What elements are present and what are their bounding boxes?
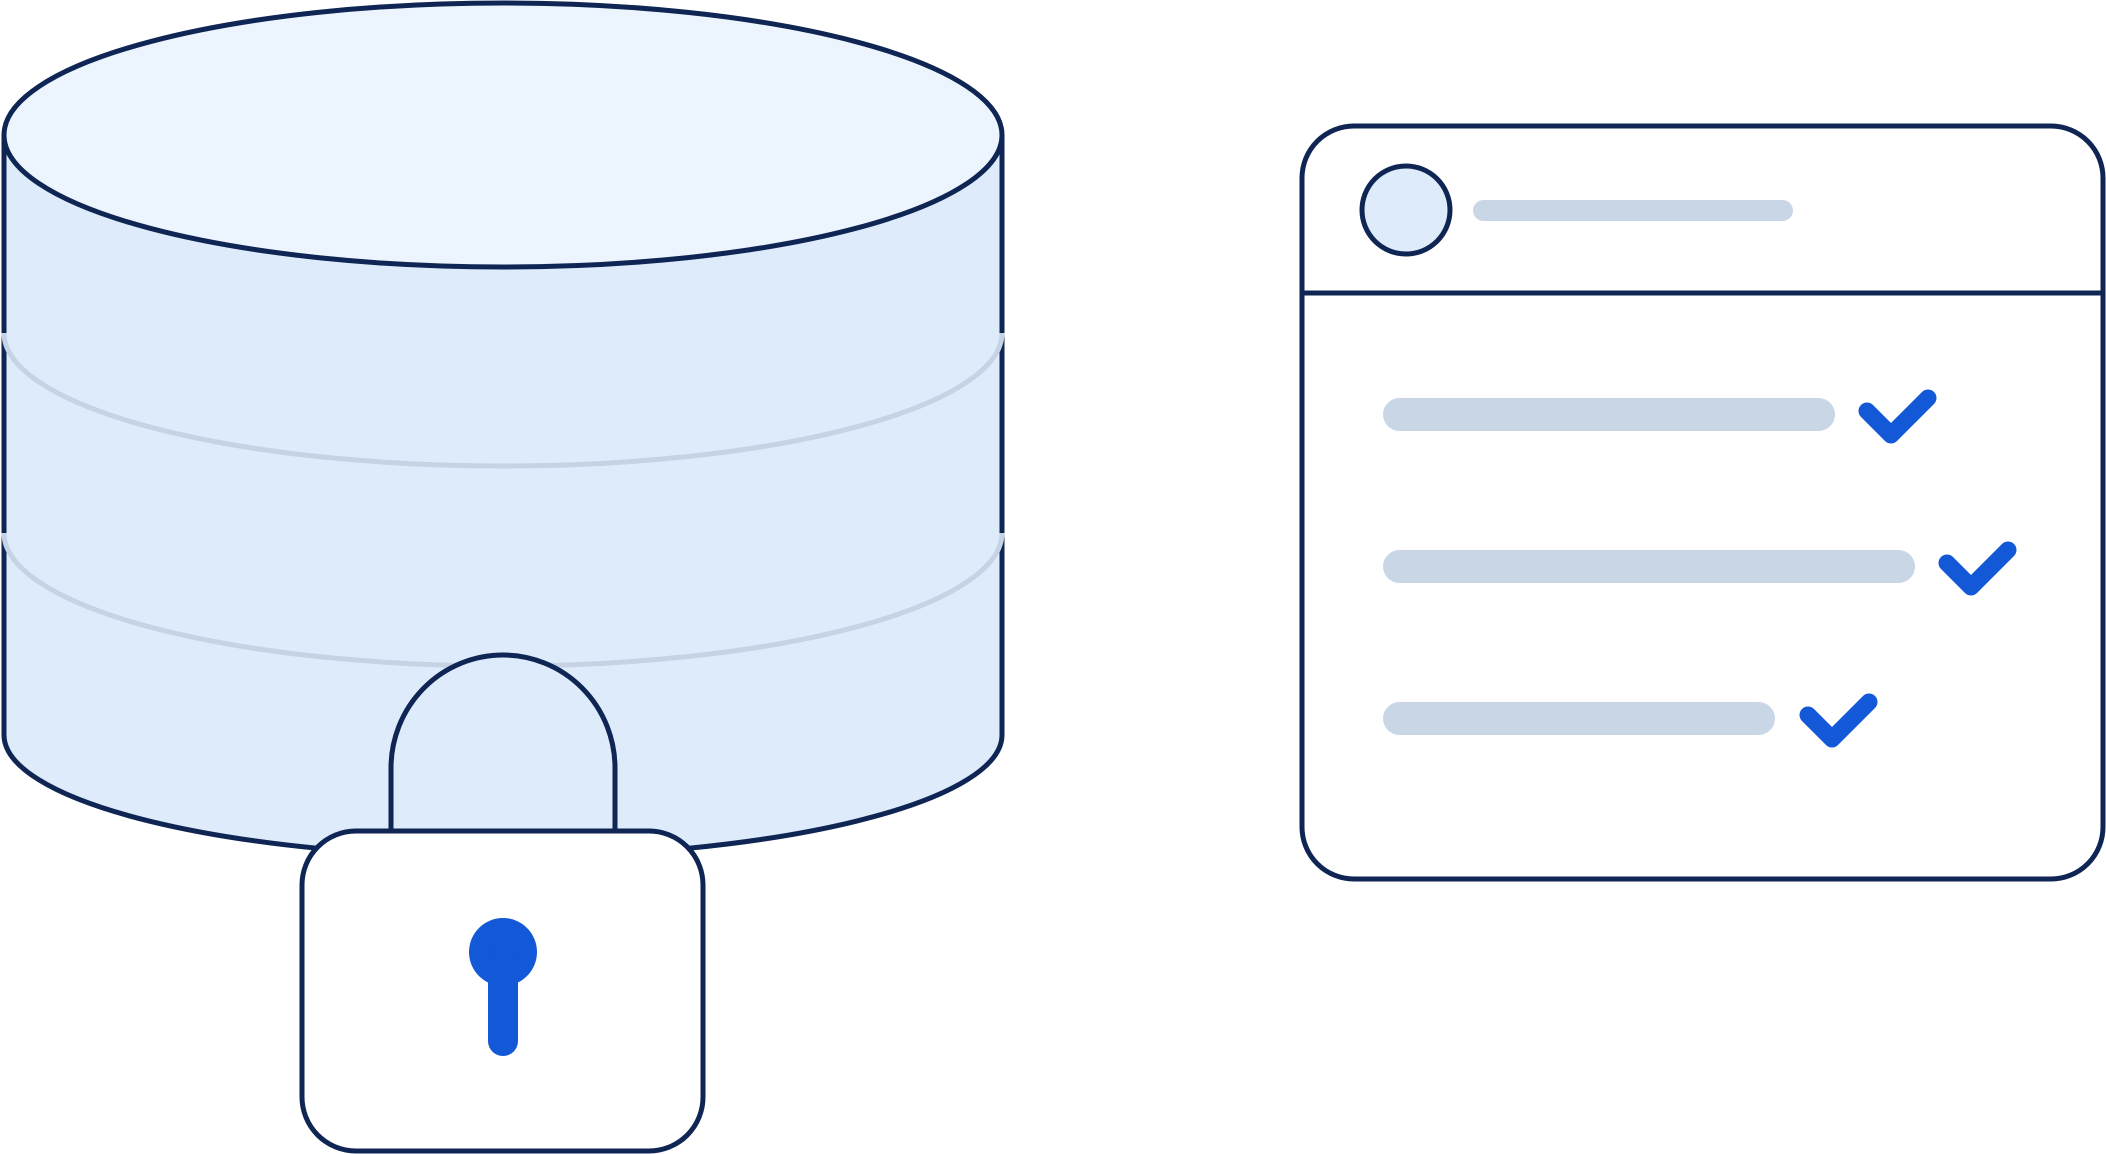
item-text-placeholder <box>1383 398 1835 431</box>
header-text-placeholder <box>1473 200 1793 221</box>
checkmark-icon <box>1938 541 2017 596</box>
database-top <box>1 0 1005 270</box>
item-text-placeholder <box>1383 702 1775 735</box>
avatar-icon <box>1359 163 1453 257</box>
keyhole-icon <box>469 918 537 1056</box>
checklist-item <box>1383 541 2017 596</box>
padlock-icon <box>299 652 706 1154</box>
database-ring-1 <box>1 332 1005 469</box>
window-frame <box>1299 123 2106 882</box>
item-text-placeholder <box>1383 550 1915 583</box>
checklist-item <box>1383 389 1937 444</box>
checklist-item <box>1383 693 1878 748</box>
checklist-window-icon <box>1299 123 2106 882</box>
padlock-shackle <box>388 652 618 835</box>
database-icon <box>1 0 1005 860</box>
checkmark-icon <box>1858 389 1937 444</box>
checkmark-icon <box>1799 693 1878 748</box>
